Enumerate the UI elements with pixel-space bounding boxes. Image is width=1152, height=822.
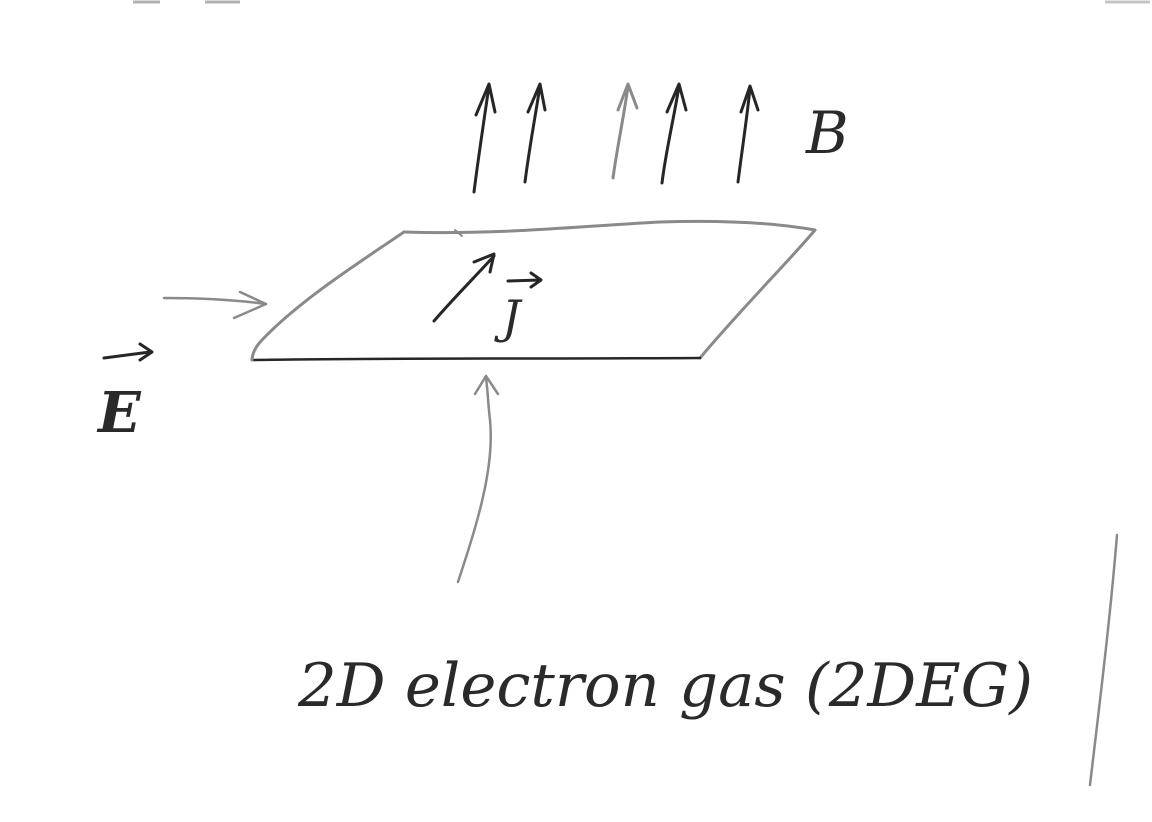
margin-stroke: [1088, 533, 1119, 787]
caption-pointer-arrow: [456, 374, 500, 584]
current-density-label: J: [494, 290, 523, 344]
b-field-arrow: [660, 82, 688, 185]
b-field-arrow: [523, 82, 547, 184]
b-field-arrow: [611, 82, 639, 180]
electric-field-arrow: [162, 290, 268, 320]
b-field-arrow: [472, 82, 497, 194]
magnetic-field-label: B: [805, 99, 849, 167]
b-field-arrow: [736, 84, 760, 184]
electron-gas-caption: 2D electron gas (2DEG): [297, 651, 1033, 721]
current-density-arrow: [432, 252, 496, 323]
electron-gas-plate: [250, 219, 817, 362]
current-density-symbol: J: [494, 271, 543, 344]
electric-field-label: E: [96, 380, 142, 446]
electric-field-symbol: E: [96, 342, 154, 446]
magnetic-field-arrows: [472, 82, 760, 194]
